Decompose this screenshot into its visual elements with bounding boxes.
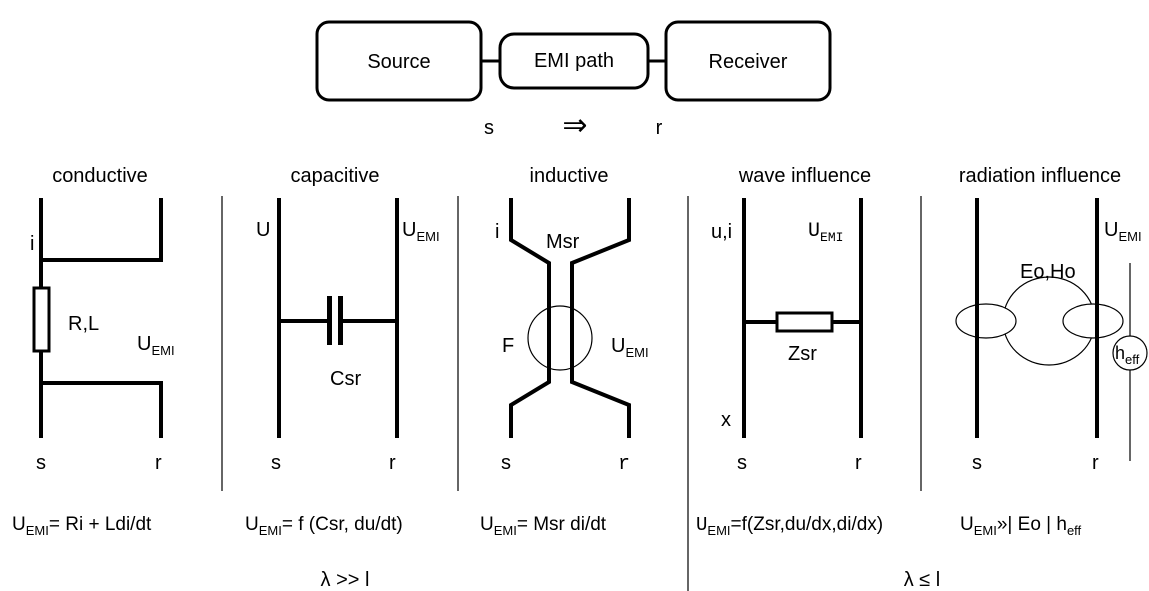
chain-from-s: s (484, 117, 494, 139)
panel-capacitive: capacitive U UEMI Csr s r UEMI= f (Csr, … (245, 165, 440, 538)
impedance-zsr (775, 311, 834, 333)
receiver-box (664, 20, 832, 102)
inductive-formula: UEMI= Msr di/dt (480, 514, 607, 538)
wave-r-label: r (855, 452, 862, 474)
inductive-flux-label: F (502, 335, 514, 357)
conductive-formula: UEMI= Ri + Ldi/dt (12, 514, 152, 538)
conductive-r-label: r (155, 452, 162, 474)
resistor-rl (32, 286, 51, 353)
conductive-s-label: s (36, 452, 46, 474)
conductive-element-label: R,L (68, 313, 99, 335)
condition-right: λ ≤ l (904, 569, 941, 591)
panel-wave-influence: wave influence u,i UEMI Zsr x s r UEMI=f… (696, 165, 883, 538)
conductive-title: conductive (52, 165, 148, 187)
capacitive-s-label: s (271, 452, 281, 474)
radiation-heff-label: heff (1115, 343, 1140, 367)
wave-formula: UEMI=f(Zsr,du/dx,di/dx) (696, 514, 883, 538)
panel-conductive: conductive i R,L UEMI s r UEMI= Ri + Ldi… (12, 165, 175, 538)
capacitive-u-left: U (256, 219, 270, 241)
chain-arrow-icon: ⇒ (562, 109, 587, 142)
panel-separators (221, 196, 922, 591)
inductive-mutual-label: Msr (546, 231, 580, 253)
wave-u-label: UEMI (808, 220, 843, 245)
inductive-source-wire (509, 198, 551, 438)
capacitor-plate-right (338, 296, 343, 345)
capacitive-formula: UEMI= f (Csr, du/dt) (245, 514, 403, 538)
conductive-current-label: i (30, 233, 34, 255)
inductive-r-label: r (618, 453, 630, 476)
field-right-ellipse (1062, 303, 1124, 339)
capacitive-u-label: UEMI (402, 219, 440, 244)
wave-s-label: s (737, 452, 747, 474)
capacitive-element-label: Csr (330, 368, 361, 390)
inductive-receiver-wire (570, 198, 631, 438)
inductive-u-label: UEMI (611, 335, 649, 360)
radiation-s-label: s (972, 452, 982, 474)
radiation-title: radiation influence (959, 165, 1121, 187)
inductive-s-label: s (501, 452, 511, 474)
wave-x-label: x (721, 409, 731, 431)
radiation-field-label: Eo,Ho (1020, 261, 1076, 283)
radiation-formula: UEMI»| Eo | heff (960, 514, 1082, 538)
inductive-current-label: i (495, 221, 499, 243)
conductive-u-label: UEMI (137, 333, 175, 358)
capacitive-title: capacitive (291, 165, 380, 187)
effective-height-bubble (1112, 335, 1148, 371)
receiver-label: Receiver (709, 51, 788, 73)
radiation-r-label: r (1092, 452, 1099, 474)
condition-left: λ >> l (321, 569, 370, 591)
emi-chain: Source EMI path Receiver s ⇒ r (315, 20, 832, 142)
capacitor-plate-left (327, 296, 332, 345)
panel-inductive: inductive i Msr F UEMI s r UEMI= Msr di/… (480, 165, 649, 538)
field-left-ellipse (955, 303, 1017, 339)
wave-element-label: Zsr (788, 343, 817, 365)
chain-to-r: r (656, 117, 663, 139)
emi-path-label: EMI path (534, 50, 614, 72)
wave-title: wave influence (738, 165, 871, 187)
inductive-title: inductive (530, 165, 609, 187)
capacitive-r-label: r (389, 452, 396, 474)
source-label: Source (367, 51, 430, 73)
radiation-u-label: UEMI (1104, 219, 1142, 244)
wave-ui-label: u,i (711, 221, 732, 243)
panel-radiation-influence: radiation influence heff Eo,Ho UEMI s r … (955, 165, 1148, 538)
flux-loop (527, 305, 593, 371)
